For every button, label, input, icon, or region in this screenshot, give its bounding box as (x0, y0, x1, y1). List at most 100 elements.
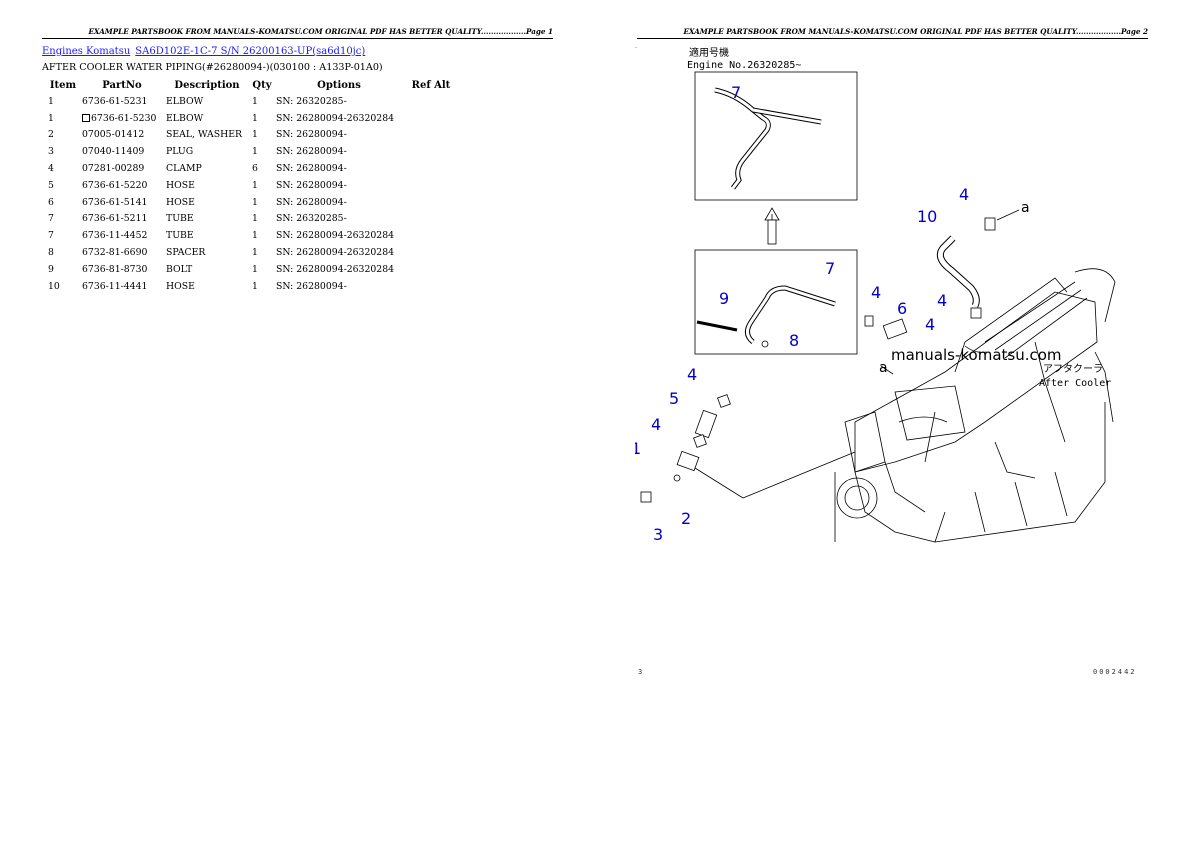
footer-right: 0002442 (1093, 668, 1137, 676)
cell-options-text: SN: 26280094- (276, 163, 347, 175)
cell-partno-text: 6736-81-8730 (82, 263, 148, 275)
cell-description: HOSE (164, 278, 250, 295)
cell-qty: 1 (250, 143, 274, 160)
cell-description: SEAL, WASHER (164, 127, 250, 144)
cell-qty: 1 (250, 127, 274, 144)
cell-partno-text: 6736-61-5231 (82, 95, 148, 107)
cell-partno: 07040-11409 (80, 143, 164, 160)
cell-qty: 1 (250, 93, 274, 110)
cell-item: 10 (44, 278, 80, 295)
cell-ref-alt (404, 143, 458, 160)
cell-ref-alt (404, 194, 458, 211)
spacer-shape (761, 340, 769, 348)
cell-options-text: SN: 26280094- (276, 179, 347, 191)
callout-4-e: 4 (687, 365, 697, 384)
cell-partno: 6736-61-5230 (80, 110, 164, 127)
cell-description: ELBOW (164, 93, 250, 110)
cell-partno-text: 07281-00289 (82, 163, 145, 175)
cell-description-text: PLUG (166, 146, 194, 158)
cell-partno-text: 07040-11409 (82, 146, 145, 158)
cell-qty-text: 1 (252, 247, 258, 259)
cell-qty-text: 1 (252, 95, 258, 107)
callout-6: 6 (897, 299, 907, 318)
cell-partno-text: 6736-61-5141 (82, 196, 148, 208)
cell-item-text: 4 (48, 163, 54, 175)
cell-partno: 6732-81-6690 (80, 244, 164, 261)
jp-header: 適用号機 (689, 46, 729, 59)
col-header-qty: Qty (252, 79, 272, 91)
cell-options-text: SN: 26280094- (276, 146, 347, 158)
arrow-a-line-lower (880, 365, 894, 375)
cell-description-text: TUBE (166, 213, 194, 225)
cell-item: 5 (44, 177, 80, 194)
cell-partno: 6736-11-4452 (80, 227, 164, 244)
cell-qty-text: 1 (252, 230, 258, 242)
cell-qty-text: 1 (252, 280, 258, 292)
cell-description-text: HOSE (166, 280, 195, 292)
cell-options-text: SN: 26320285- (276, 95, 347, 107)
cell-options: SN: 26280094- (274, 160, 404, 177)
cell-item-text: 5 (48, 179, 54, 191)
callout-4-c: 4 (871, 283, 881, 302)
hose-6-shape (882, 318, 908, 340)
callout-4-b: 4 (937, 291, 947, 310)
breadcrumb-link-model[interactable]: SA6D102E-1C-7 S/N 26200163-UP(sa6d10jc) (135, 46, 366, 57)
callout-5: 5 (669, 389, 679, 408)
callout-7-mid: 7 (825, 259, 835, 278)
cell-description: TUBE (164, 211, 250, 228)
cell-options-text: SN: 26280094- (276, 129, 347, 141)
after-cooler-jp: アフタクーラ (1043, 363, 1103, 375)
checkbox-icon[interactable] (82, 113, 90, 122)
cell-item-text: 7 (48, 213, 54, 225)
detail-box-top (694, 71, 858, 201)
cell-item-text: 8 (48, 247, 54, 259)
callout-1: 1 (635, 439, 641, 458)
cell-description-text: HOSE (166, 196, 195, 208)
clamp-4-f (693, 434, 707, 448)
cell-item-text: 2 (48, 129, 54, 141)
cell-item-text: 3 (48, 146, 54, 158)
cell-description-text: CLAMP (166, 163, 202, 175)
cell-partno-text: 6732-81-6690 (82, 247, 148, 259)
leader-line-elbow (694, 467, 744, 499)
cell-item: 8 (44, 244, 80, 261)
tube-mid-inner (746, 286, 836, 344)
cell-options-text: SN: 26320285- (276, 213, 347, 225)
cell-item: 7 (44, 211, 80, 228)
diagram-page: EXAMPLE PARTSBOOK FROM MANUALS-KOMATSU.C… (595, 0, 1190, 842)
cell-partno: 07281-00289 (80, 160, 164, 177)
watermark: manuals-komatsu.com (891, 346, 1062, 364)
cell-description-text: SEAL, WASHER (166, 129, 243, 141)
cell-description: HOSE (164, 194, 250, 211)
cell-qty-text: 1 (252, 146, 258, 158)
cell-partno-text: 6736-61-5211 (82, 213, 148, 225)
callout-4-f: 4 (651, 415, 661, 434)
cell-description: TUBE (164, 227, 250, 244)
cell-options: SN: 26280094- (274, 127, 404, 144)
hose-5-shape (694, 409, 718, 439)
cell-ref-alt (404, 278, 458, 295)
clamp-4-b (970, 307, 982, 319)
cell-item: 6 (44, 194, 80, 211)
cell-partno: 6736-61-5141 (80, 194, 164, 211)
arrow-a-line (996, 209, 1020, 221)
cell-item-text: 1 (48, 95, 54, 107)
cell-item-text: 6 (48, 196, 54, 208)
callout-4-a: 4 (959, 185, 969, 204)
cell-qty-text: 1 (252, 263, 258, 275)
callout-4-d: 4 (925, 315, 935, 334)
cell-partno-text: 6736-11-4441 (82, 280, 148, 292)
cell-description: SPACER (164, 244, 250, 261)
cell-description-text: HOSE (166, 179, 195, 191)
cell-ref-alt (404, 93, 458, 110)
cell-qty-text: 1 (252, 196, 258, 208)
callout-9: 9 (719, 289, 729, 308)
tube-top-inner (714, 88, 770, 189)
after-cooler-label: After Cooler (1039, 378, 1111, 389)
breadcrumb-link-engines[interactable]: Engines Komatsu (42, 46, 131, 57)
cell-partno-text: 6736-11-4452 (82, 230, 148, 242)
